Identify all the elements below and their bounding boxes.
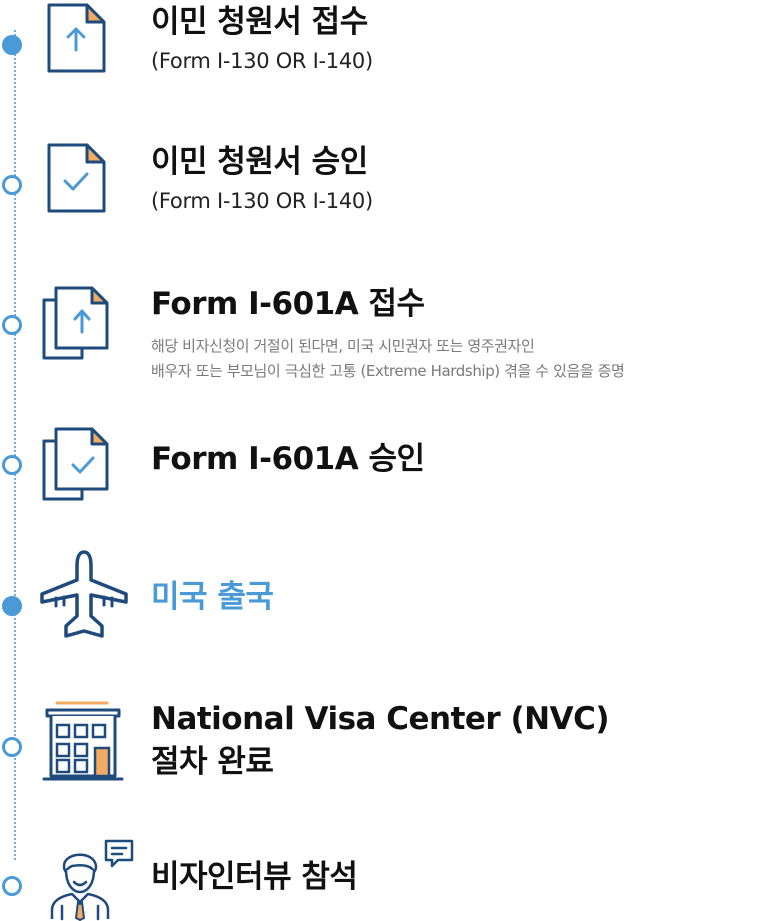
timeline-node-7 <box>2 876 22 896</box>
timeline-node-2 <box>2 175 22 195</box>
documents-check-icon <box>42 427 110 501</box>
step-title-4: Form I-601A 승인 <box>151 441 425 477</box>
timeline-node-1 <box>2 35 22 55</box>
interviewer-icon <box>50 838 136 921</box>
step-subtitle-2: (Form I-130 OR I-140) <box>151 189 373 213</box>
step-title-6-line1: National Visa Center (NVC) <box>151 701 610 737</box>
step-title-2: 이민 청원서 승인 <box>151 144 368 180</box>
timeline-node-3 <box>2 315 22 335</box>
timeline-node-6 <box>2 737 22 757</box>
step-title-1: 이민 청원서 접수 <box>151 4 368 40</box>
step-title-6-line2: 절차 완료 <box>151 744 274 780</box>
timeline-node-5 <box>2 596 22 616</box>
step-desc-3-line1: 해당 비자신청이 거절이 된다면, 미국 시민권자 또는 영주권자인 <box>151 337 535 355</box>
documents-upload-icon <box>42 286 110 360</box>
airplane-icon <box>38 550 130 640</box>
timeline-line <box>14 30 16 860</box>
step-desc-3-line2: 배우자 또는 부모님이 극심한 고통 (Extreme Hardship) 겪을… <box>151 362 625 380</box>
step-title-3: Form I-601A 접수 <box>151 286 425 322</box>
timeline-node-4 <box>2 455 22 475</box>
building-icon <box>42 700 124 782</box>
step-title-7: 비자인터뷰 참석 <box>151 859 358 895</box>
step-subtitle-1: (Form I-130 OR I-140) <box>151 49 373 73</box>
document-check-icon <box>47 142 107 214</box>
step-title-5: 미국 출국 <box>151 579 274 615</box>
document-upload-icon <box>47 2 107 74</box>
